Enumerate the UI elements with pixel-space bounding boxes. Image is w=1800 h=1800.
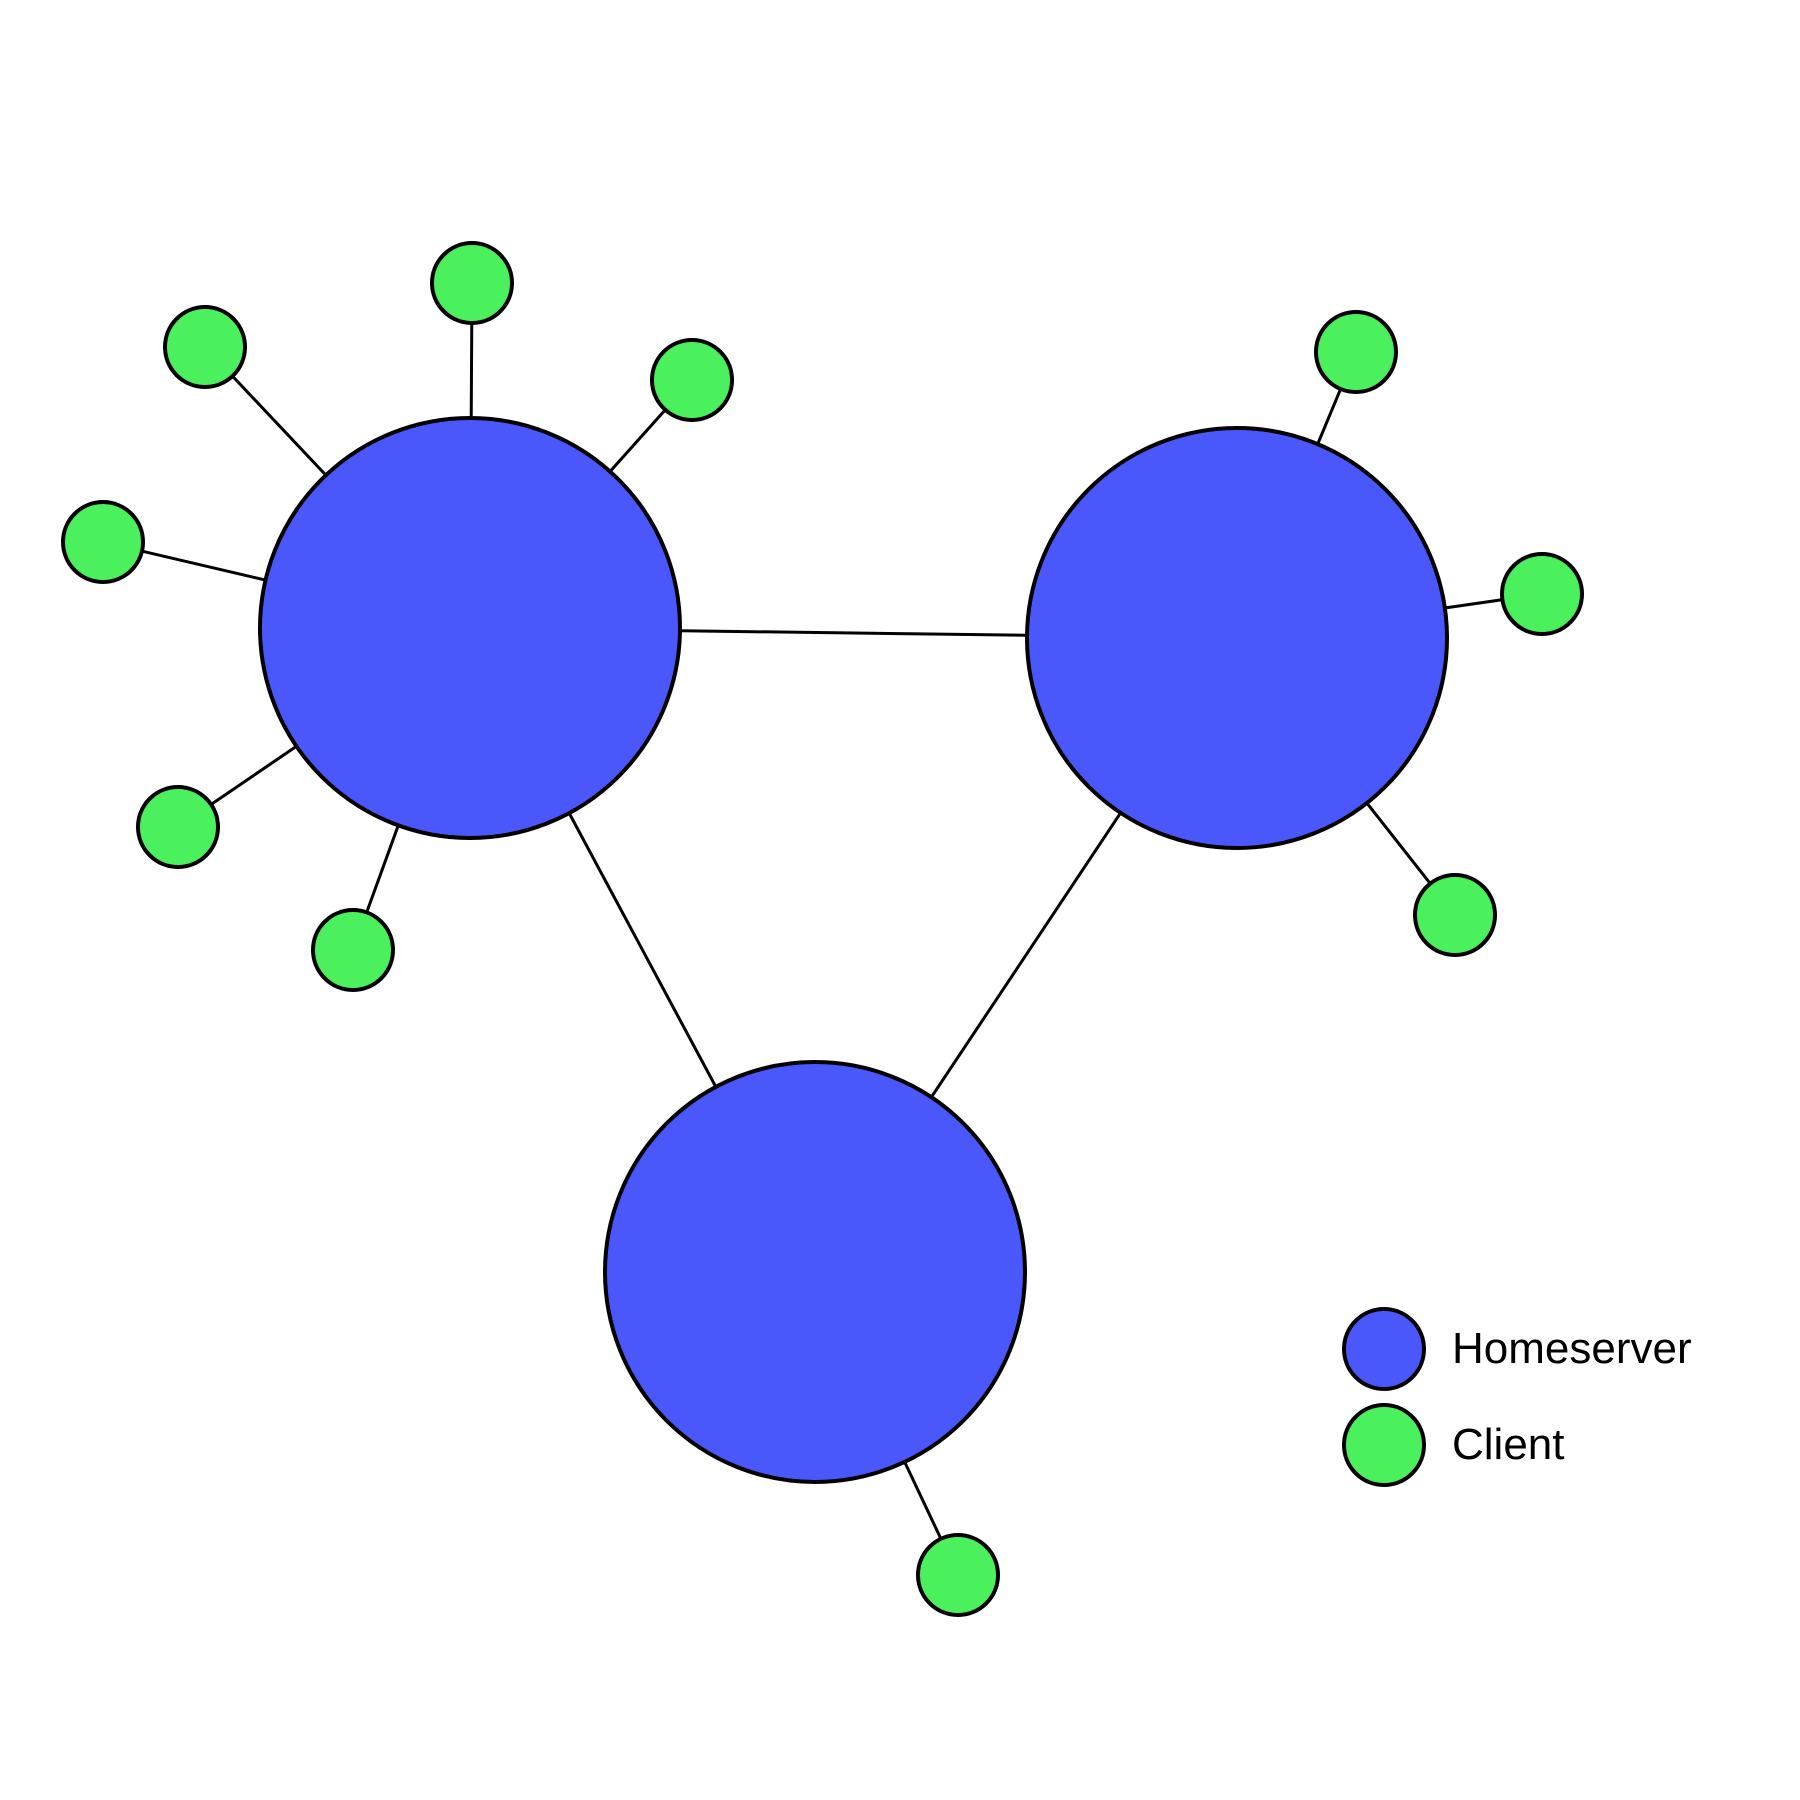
legend-item-client: Client [1342, 1403, 1692, 1487]
homeserver-right-node [1025, 426, 1449, 850]
client-5-node [136, 785, 220, 869]
client-10-node [916, 1533, 1000, 1617]
client-8-node [1500, 552, 1584, 636]
legend: Homeserver Client [1342, 1307, 1692, 1487]
homeserver-swatch-icon [1342, 1307, 1426, 1391]
legend-label-client: Client [1452, 1420, 1565, 1469]
legend-item-homeserver: Homeserver [1342, 1307, 1692, 1391]
client-9-node [1413, 873, 1497, 957]
client-4-node [61, 500, 145, 584]
client-2-node [163, 305, 247, 389]
client-1-node [430, 241, 514, 325]
client-6-node [311, 908, 395, 992]
client-7-node [1314, 310, 1398, 394]
legend-label-homeserver: Homeserver [1452, 1324, 1692, 1373]
homeserver-left-node [258, 416, 682, 840]
homeserver-bottom-node [603, 1060, 1027, 1484]
client-swatch-icon [1342, 1403, 1426, 1487]
client-3-node [650, 338, 734, 422]
